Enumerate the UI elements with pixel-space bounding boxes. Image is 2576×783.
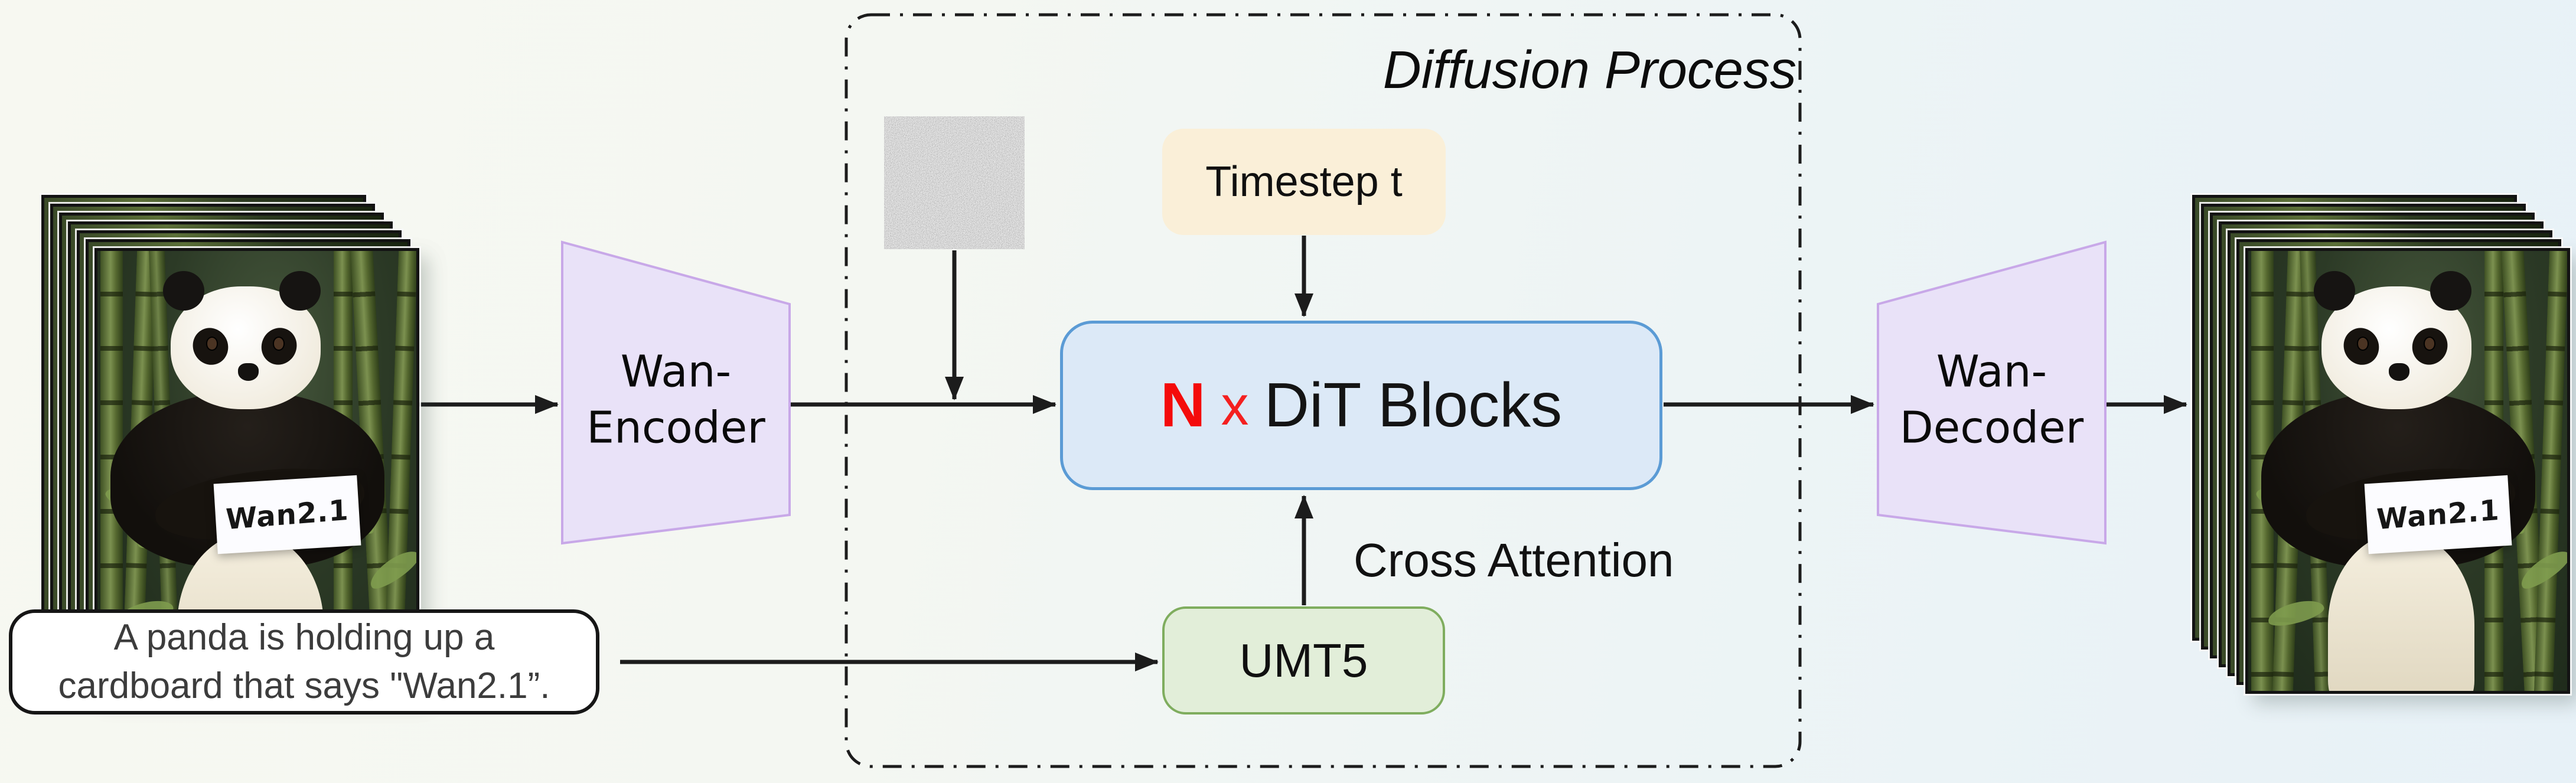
wan-decoder-label-line1: Wan- [1936,346,2047,397]
cardboard-sign: Wan2.1 [213,475,361,554]
umt5-node: UMT5 [1162,606,1445,715]
bamboo-stalk [2533,251,2567,691]
panda-nose [237,363,259,381]
dit-blocks-node: N x DiT Blocks [1060,321,1662,490]
wan-decoder-shape [1877,240,2107,545]
sign-text: Wan2.1 [2376,493,2500,537]
panda-ear-left [162,270,204,311]
panda-belly [2328,532,2475,691]
wan-decoder-label: Wan- Decoder [1878,344,2105,455]
prompt-text-box: A panda is holding up a cardboard that s… [9,609,599,715]
panda-eye-left [206,337,218,351]
panda-ear-right [279,270,321,311]
panda-nose [2388,363,2409,381]
output-video-frames-stack: Wan2.1 [2192,195,2570,694]
sign-text: Wan2.1 [225,493,350,537]
prompt-line2: cardboard that says "Wan2.1”. [58,665,550,706]
wan-encoder-label-line1: Wan- [620,346,732,397]
diffusion-process-title: Diffusion Process [1382,41,1796,100]
video-frame-front: Wan2.1 [2245,248,2570,694]
timestep-label: Timestep t [1205,158,1403,205]
panda-eye-right [2424,337,2436,351]
panda-eye-right [273,337,285,351]
wan-encoder-shape [561,240,791,545]
wan-decoder-label-line2: Decoder [1899,402,2084,453]
panda-ear-right [2430,270,2471,311]
dit-times-symbol: x [1221,374,1249,436]
dit-blocks-label: DiT Blocks [1264,370,1563,440]
diffusion-process-border [844,13,1802,768]
panda-photo: Wan2.1 [2248,251,2567,691]
wan-encoder-label: Wan- Encoder [562,344,790,455]
wan-encoder-label-line2: Encoder [586,402,765,453]
prompt-line1: A panda is holding up a [113,617,495,658]
noise-image [884,116,1025,249]
timestep-node: Timestep t [1162,129,1446,235]
umt5-label: UMT5 [1239,634,1368,687]
panda-eye-left [2356,337,2369,351]
dit-count-symbol: N [1160,370,1206,440]
cardboard-sign: Wan2.1 [2364,475,2512,554]
gaussian-noise-icon [884,116,1025,249]
panda-ear-left [2313,270,2355,311]
cross-attention-label: Cross Attention [1354,534,1674,586]
